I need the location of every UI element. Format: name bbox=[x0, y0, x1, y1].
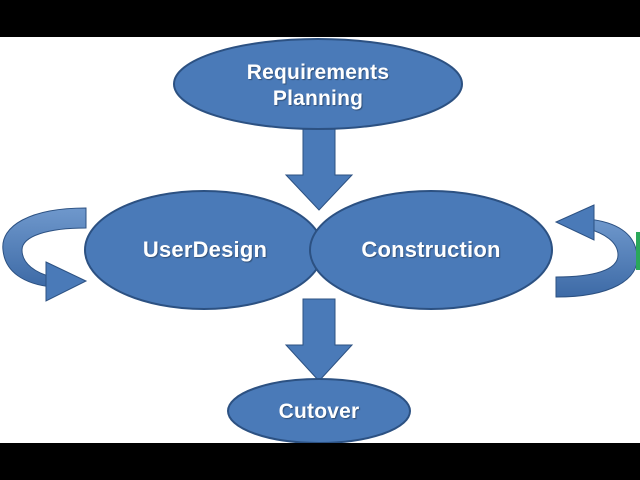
requirements-planning-label: Requirements Planning bbox=[246, 61, 390, 111]
construction-loop-arrow bbox=[554, 204, 640, 298]
arrow-center-to-cutover bbox=[284, 298, 354, 382]
construction-node bbox=[309, 190, 553, 310]
right-edge-accent bbox=[636, 232, 640, 270]
letterbox-bottom bbox=[0, 443, 640, 480]
construction-label: Construction bbox=[361, 237, 501, 262]
user-design-loop-arrow bbox=[2, 207, 88, 302]
cutover-label: Cutover bbox=[278, 400, 360, 423]
arrow-requirements-to-center bbox=[284, 122, 354, 211]
user-design-label: UserDesign bbox=[142, 237, 268, 262]
requirements-planning-node bbox=[173, 38, 463, 130]
letterbox-top bbox=[0, 0, 640, 37]
